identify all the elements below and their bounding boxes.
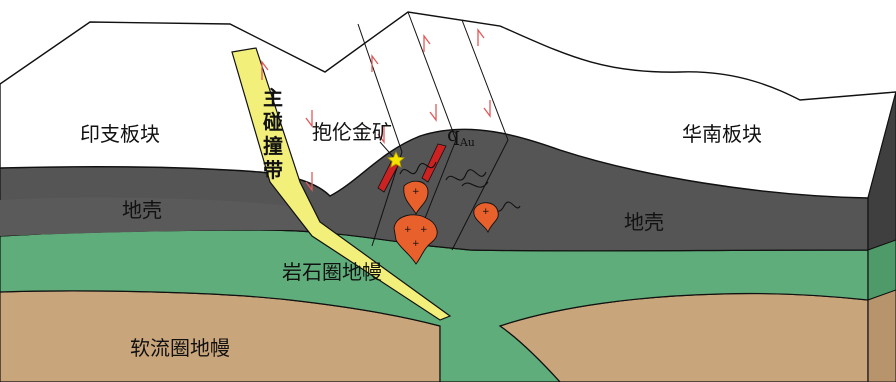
crust-lower-left bbox=[0, 197, 319, 236]
collision-zone-band bbox=[231, 47, 452, 321]
svg-text:+: + bbox=[412, 187, 420, 197]
label-crust-left: 地壳 bbox=[122, 198, 162, 222]
svg-text:+: + bbox=[420, 225, 428, 235]
label-south-china-plate: 华南板块 bbox=[682, 122, 762, 146]
label-lithospheric-mantle: 岩石圈地幔 bbox=[282, 260, 382, 284]
intrusion-small bbox=[403, 180, 429, 216]
svg-text:+: + bbox=[412, 239, 420, 249]
fault-arrows bbox=[261, 28, 491, 192]
label-baolun-gold-mine: 抱伦金矿 bbox=[312, 120, 392, 144]
svg-text:+: + bbox=[482, 207, 490, 217]
block-side-asthenosphere bbox=[867, 289, 896, 382]
svg-text:+: + bbox=[404, 225, 412, 235]
star-icon bbox=[387, 151, 405, 168]
label-indochina-plate: 印支板块 bbox=[80, 122, 160, 146]
label-main-collision-zone: 主碰撞带 bbox=[263, 86, 283, 182]
label-crust-right: 地壳 bbox=[624, 210, 664, 234]
label-asthenospheric-mantle: 软流圈地幔 bbox=[130, 336, 230, 360]
intrusion-right bbox=[473, 202, 499, 234]
label-qau: qAu bbox=[447, 122, 475, 149]
upper-plate-surface bbox=[0, 11, 896, 199]
intrusion-large bbox=[393, 214, 438, 265]
intrusions: + + + + + bbox=[393, 180, 499, 265]
